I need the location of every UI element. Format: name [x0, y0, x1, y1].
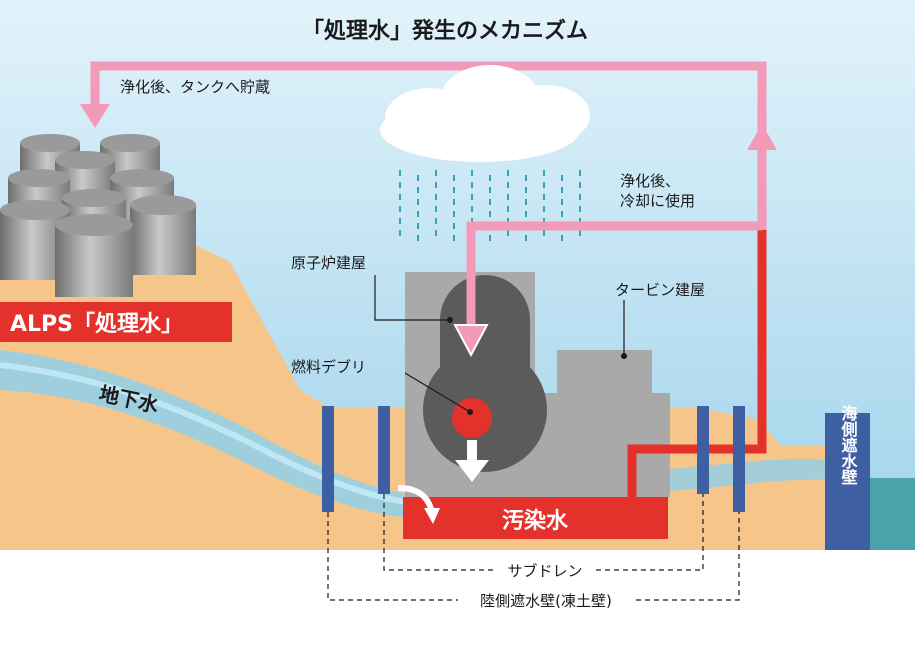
- reactor-building-leader: [374, 275, 450, 321]
- subdrain-post: [378, 406, 390, 494]
- alps-label: ALPS「処理水」: [10, 311, 183, 337]
- storage-tanks: [0, 134, 196, 297]
- tank-icon: [55, 214, 133, 297]
- fuel-debris-leader: [404, 372, 471, 413]
- ice-wall-post: [733, 406, 745, 512]
- turbine-building-label: タービン建屋: [615, 281, 705, 299]
- ice-wall-bracket: [327, 512, 740, 601]
- diagram-title: 「処理水」発生のメカニズム: [302, 18, 588, 44]
- ice-wall-label: 陸側遮水壁(凍土壁): [480, 592, 612, 610]
- ice-wall-post: [322, 406, 334, 512]
- alps-label-box: [0, 302, 232, 342]
- bottom-area: [0, 550, 915, 645]
- seawall-label: 海側遮水壁: [839, 404, 859, 485]
- fuel-debris-dot: [467, 409, 473, 415]
- reactor-building-label: 原子炉建屋: [291, 254, 366, 272]
- seawall: [825, 413, 870, 550]
- cooling-pipe: [466, 221, 762, 330]
- reactor-building-dot: [447, 317, 453, 323]
- contaminated-water-box: [403, 497, 668, 539]
- leak-arrow: [455, 460, 489, 482]
- leak-arrow-shaft: [467, 440, 477, 466]
- cooling-label-1: 浄化後、: [620, 172, 680, 190]
- subdrain-label: サブドレン: [507, 562, 582, 580]
- storage-pipe: [90, 61, 767, 150]
- up-arrow: [747, 124, 777, 150]
- storage-arrow: [80, 104, 110, 128]
- ice-wall-label-bg: [458, 588, 634, 610]
- cooling-arrow: [453, 324, 489, 358]
- turbine-building-dot: [621, 353, 627, 359]
- fuel-debris-icon: [452, 398, 492, 438]
- cooling-label-2: 冷却に使用: [620, 192, 695, 210]
- groundwater-highlight: [0, 362, 441, 509]
- cloud-icon: [380, 65, 590, 162]
- sea: [870, 478, 915, 550]
- tank-icon: [130, 195, 196, 275]
- inflow-arrow: [424, 508, 440, 524]
- contaminated-water-label: 汚染水: [502, 508, 569, 534]
- storage-label: 浄化後、タンクへ貯蔵: [120, 78, 270, 96]
- fuel-debris-label: 燃料デブリ: [291, 358, 366, 376]
- subdrain-label-bg: [495, 558, 595, 580]
- subdrain-post: [697, 406, 709, 494]
